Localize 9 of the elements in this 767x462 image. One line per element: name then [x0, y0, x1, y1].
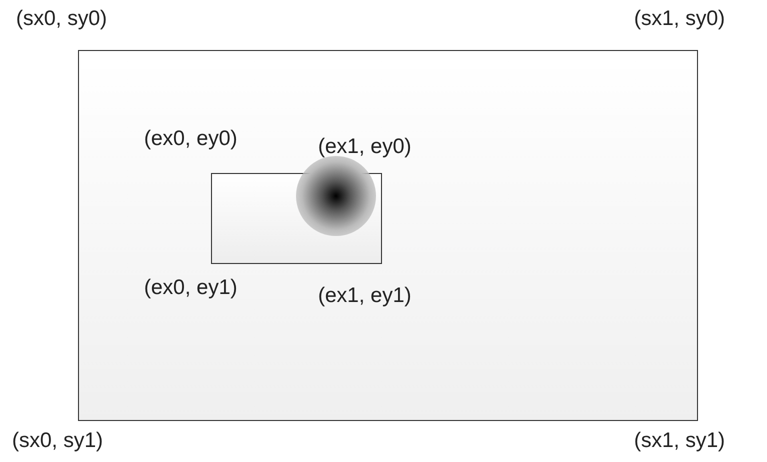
coordinate-label: (ex0, ey1)	[144, 275, 238, 301]
coordinate-label: (ex1, ey1)	[318, 283, 412, 309]
coordinate-label: (sx1, sy1)	[634, 428, 726, 454]
outer-rectangle	[78, 50, 698, 421]
coordinate-label: (ex0, ey0)	[144, 126, 238, 152]
coordinate-label: (ex1, ey0)	[318, 134, 412, 160]
coordinate-label: (sx0, sy0)	[16, 6, 108, 32]
coordinate-label: (sx0, sy1)	[12, 428, 104, 454]
coordinate-label: (sx1, sy0)	[634, 6, 726, 32]
